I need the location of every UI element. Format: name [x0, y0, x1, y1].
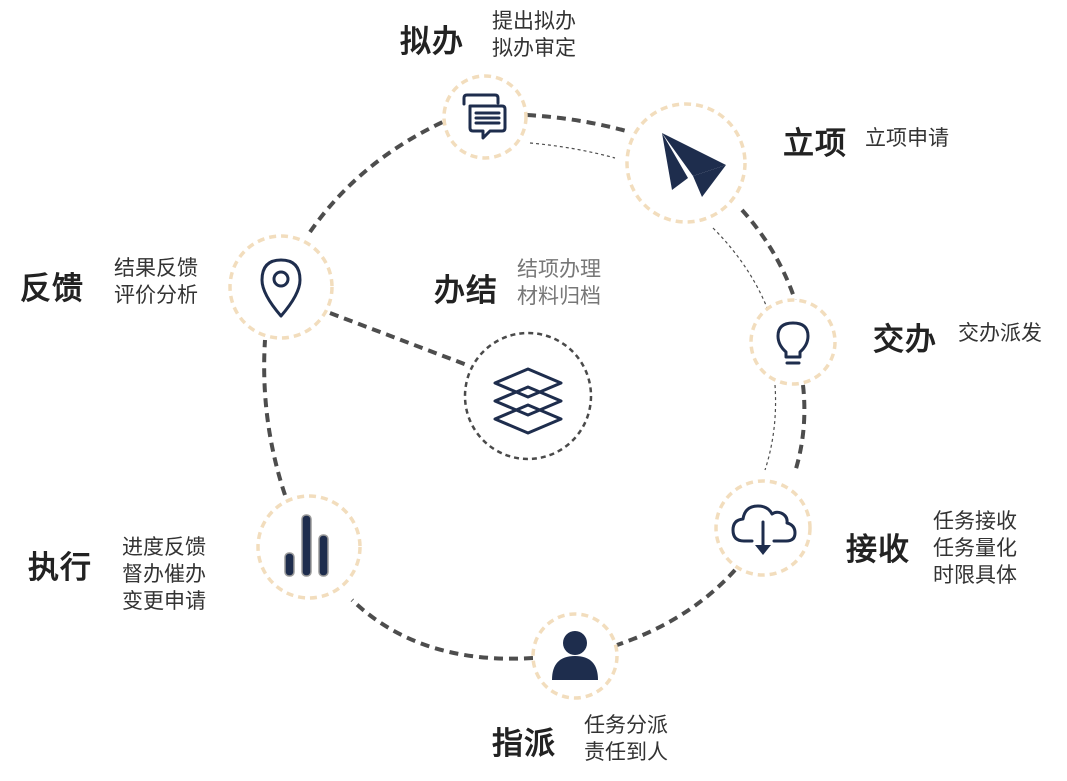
connector-niban-lixiang [526, 113, 631, 134]
step-desc-line: 进度反馈 [122, 535, 206, 559]
step-desc-zhixing: 进度反馈 督办催办 变更申请 [122, 534, 206, 615]
cloud-download-icon [731, 504, 797, 555]
cycle-connectors [262, 113, 807, 661]
node-fankui [228, 234, 334, 340]
step-desc-line: 拟办审定 [492, 36, 576, 60]
step-desc-lixiang: 立项申请 [865, 125, 949, 152]
connector-jiaoban-jieshou [793, 384, 807, 473]
step-title-banjie: 办结 [434, 273, 498, 309]
step-title-zhipai: 指派 [492, 726, 556, 762]
connector-fankui-banjie [329, 311, 468, 367]
step-desc-zhipai: 任务分派 责任到人 [584, 712, 668, 766]
step-desc-line: 任务分派 [584, 713, 668, 737]
step-desc-jieshou: 任务接收 任务量化 时限具体 [933, 508, 1017, 589]
connector-lixiang-jiaoban [740, 208, 797, 301]
step-desc-line: 立项申请 [865, 126, 949, 150]
node-banjie [463, 331, 593, 461]
connector-niban-lixiang-inner [529, 142, 616, 159]
step-title-zhixing: 执行 [28, 550, 92, 586]
step-desc-line: 责任到人 [584, 740, 668, 764]
step-title-jieshou: 接收 [846, 532, 910, 568]
node-jiaoban [749, 298, 837, 386]
step-desc-niban: 提出拟办 拟办审定 [492, 8, 576, 62]
node-lixiang [625, 102, 747, 224]
connector-zhipai-zhixing [350, 598, 534, 661]
step-desc-line: 任务接收 [933, 509, 1017, 533]
step-desc-line: 任务量化 [933, 536, 1017, 560]
node-jieshou [714, 479, 812, 577]
connector-jiaoban-jieshou-inner [764, 384, 777, 471]
step-title-lixiang: 立项 [783, 126, 847, 162]
node-zhipai [531, 612, 619, 700]
paper-plane-icon [662, 133, 726, 197]
connector-lixiang-jiaoban-inner [712, 227, 769, 311]
step-desc-jiaoban: 交办派发 [958, 320, 1042, 347]
layers-icon [493, 367, 563, 435]
step-desc-line: 评价分析 [114, 283, 198, 307]
connector-fankui-niban [308, 118, 448, 234]
bar-chart-icon [284, 514, 329, 577]
node-zhixing [256, 494, 362, 600]
step-desc-line: 结果反馈 [114, 256, 198, 280]
step-desc-line: 材料归档 [517, 284, 601, 308]
lightbulb-icon [776, 321, 810, 365]
step-title-jiaoban: 交办 [873, 322, 937, 358]
step-desc-line: 结项办理 [517, 257, 601, 281]
step-desc-line: 督办催办 [122, 562, 206, 586]
step-title-fankui: 反馈 [20, 271, 84, 307]
chat-bubbles-icon [462, 93, 507, 140]
node-ring [749, 298, 837, 386]
step-desc-fankui: 结果反馈 评价分析 [114, 255, 198, 309]
step-desc-line: 时限具体 [933, 563, 1017, 587]
step-desc-line: 变更申请 [122, 589, 206, 613]
connector-zhixing-fankui [262, 339, 287, 496]
step-desc-line: 交办派发 [958, 321, 1042, 345]
step-title-niban: 拟办 [400, 24, 464, 60]
connector-jieshou-zhipai [616, 568, 737, 647]
user-icon [552, 631, 598, 680]
step-desc-banjie: 结项办理 材料归档 [517, 256, 601, 310]
location-pin-icon [260, 258, 302, 318]
step-desc-line: 提出拟办 [492, 9, 576, 33]
node-niban [442, 74, 528, 160]
